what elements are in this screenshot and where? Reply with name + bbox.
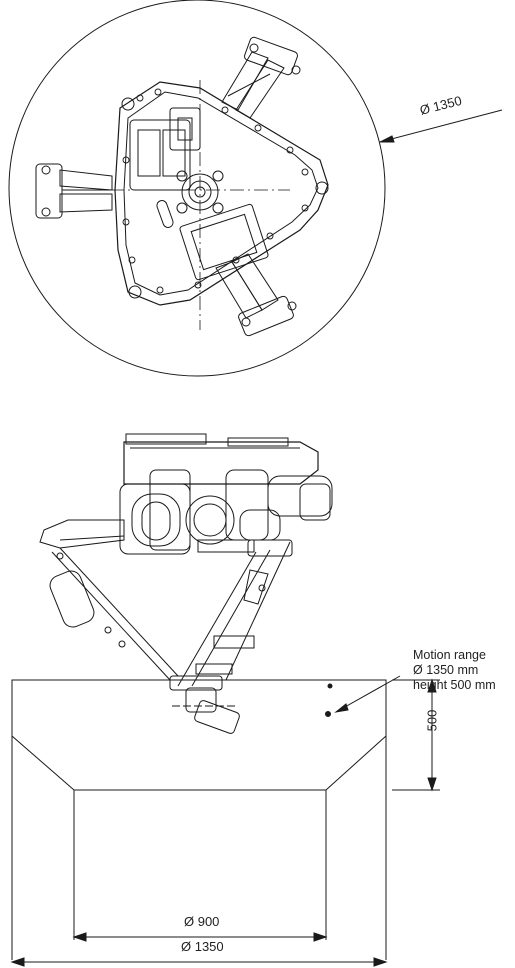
forearm-left: [49, 547, 179, 681]
arm-upper-right: [221, 36, 301, 119]
motion-range-note: Motion range Ø 1350 mm height 500 mm: [413, 648, 496, 693]
forearm-right: [177, 539, 293, 687]
arm-left: [35, 163, 113, 219]
height-dimension-label: 500: [424, 709, 440, 732]
work-envelope-circle: [8, 0, 386, 377]
upper-arm-left: [39, 519, 125, 549]
end-effector: [169, 675, 240, 734]
arm-lower: [215, 253, 297, 337]
top-diameter-bottom-label: Ø 1350: [181, 939, 224, 954]
robot-base-top: [114, 81, 329, 306]
motion-range-height: height 500 mm: [413, 678, 496, 692]
motion-range-outline: [11, 679, 387, 791]
bottom-diameter-label: Ø 900: [184, 914, 220, 929]
motion-range-diameter: Ø 1350 mm: [413, 663, 479, 677]
motion-range-title: Motion range: [413, 648, 486, 662]
robot-base-side: [123, 441, 319, 485]
